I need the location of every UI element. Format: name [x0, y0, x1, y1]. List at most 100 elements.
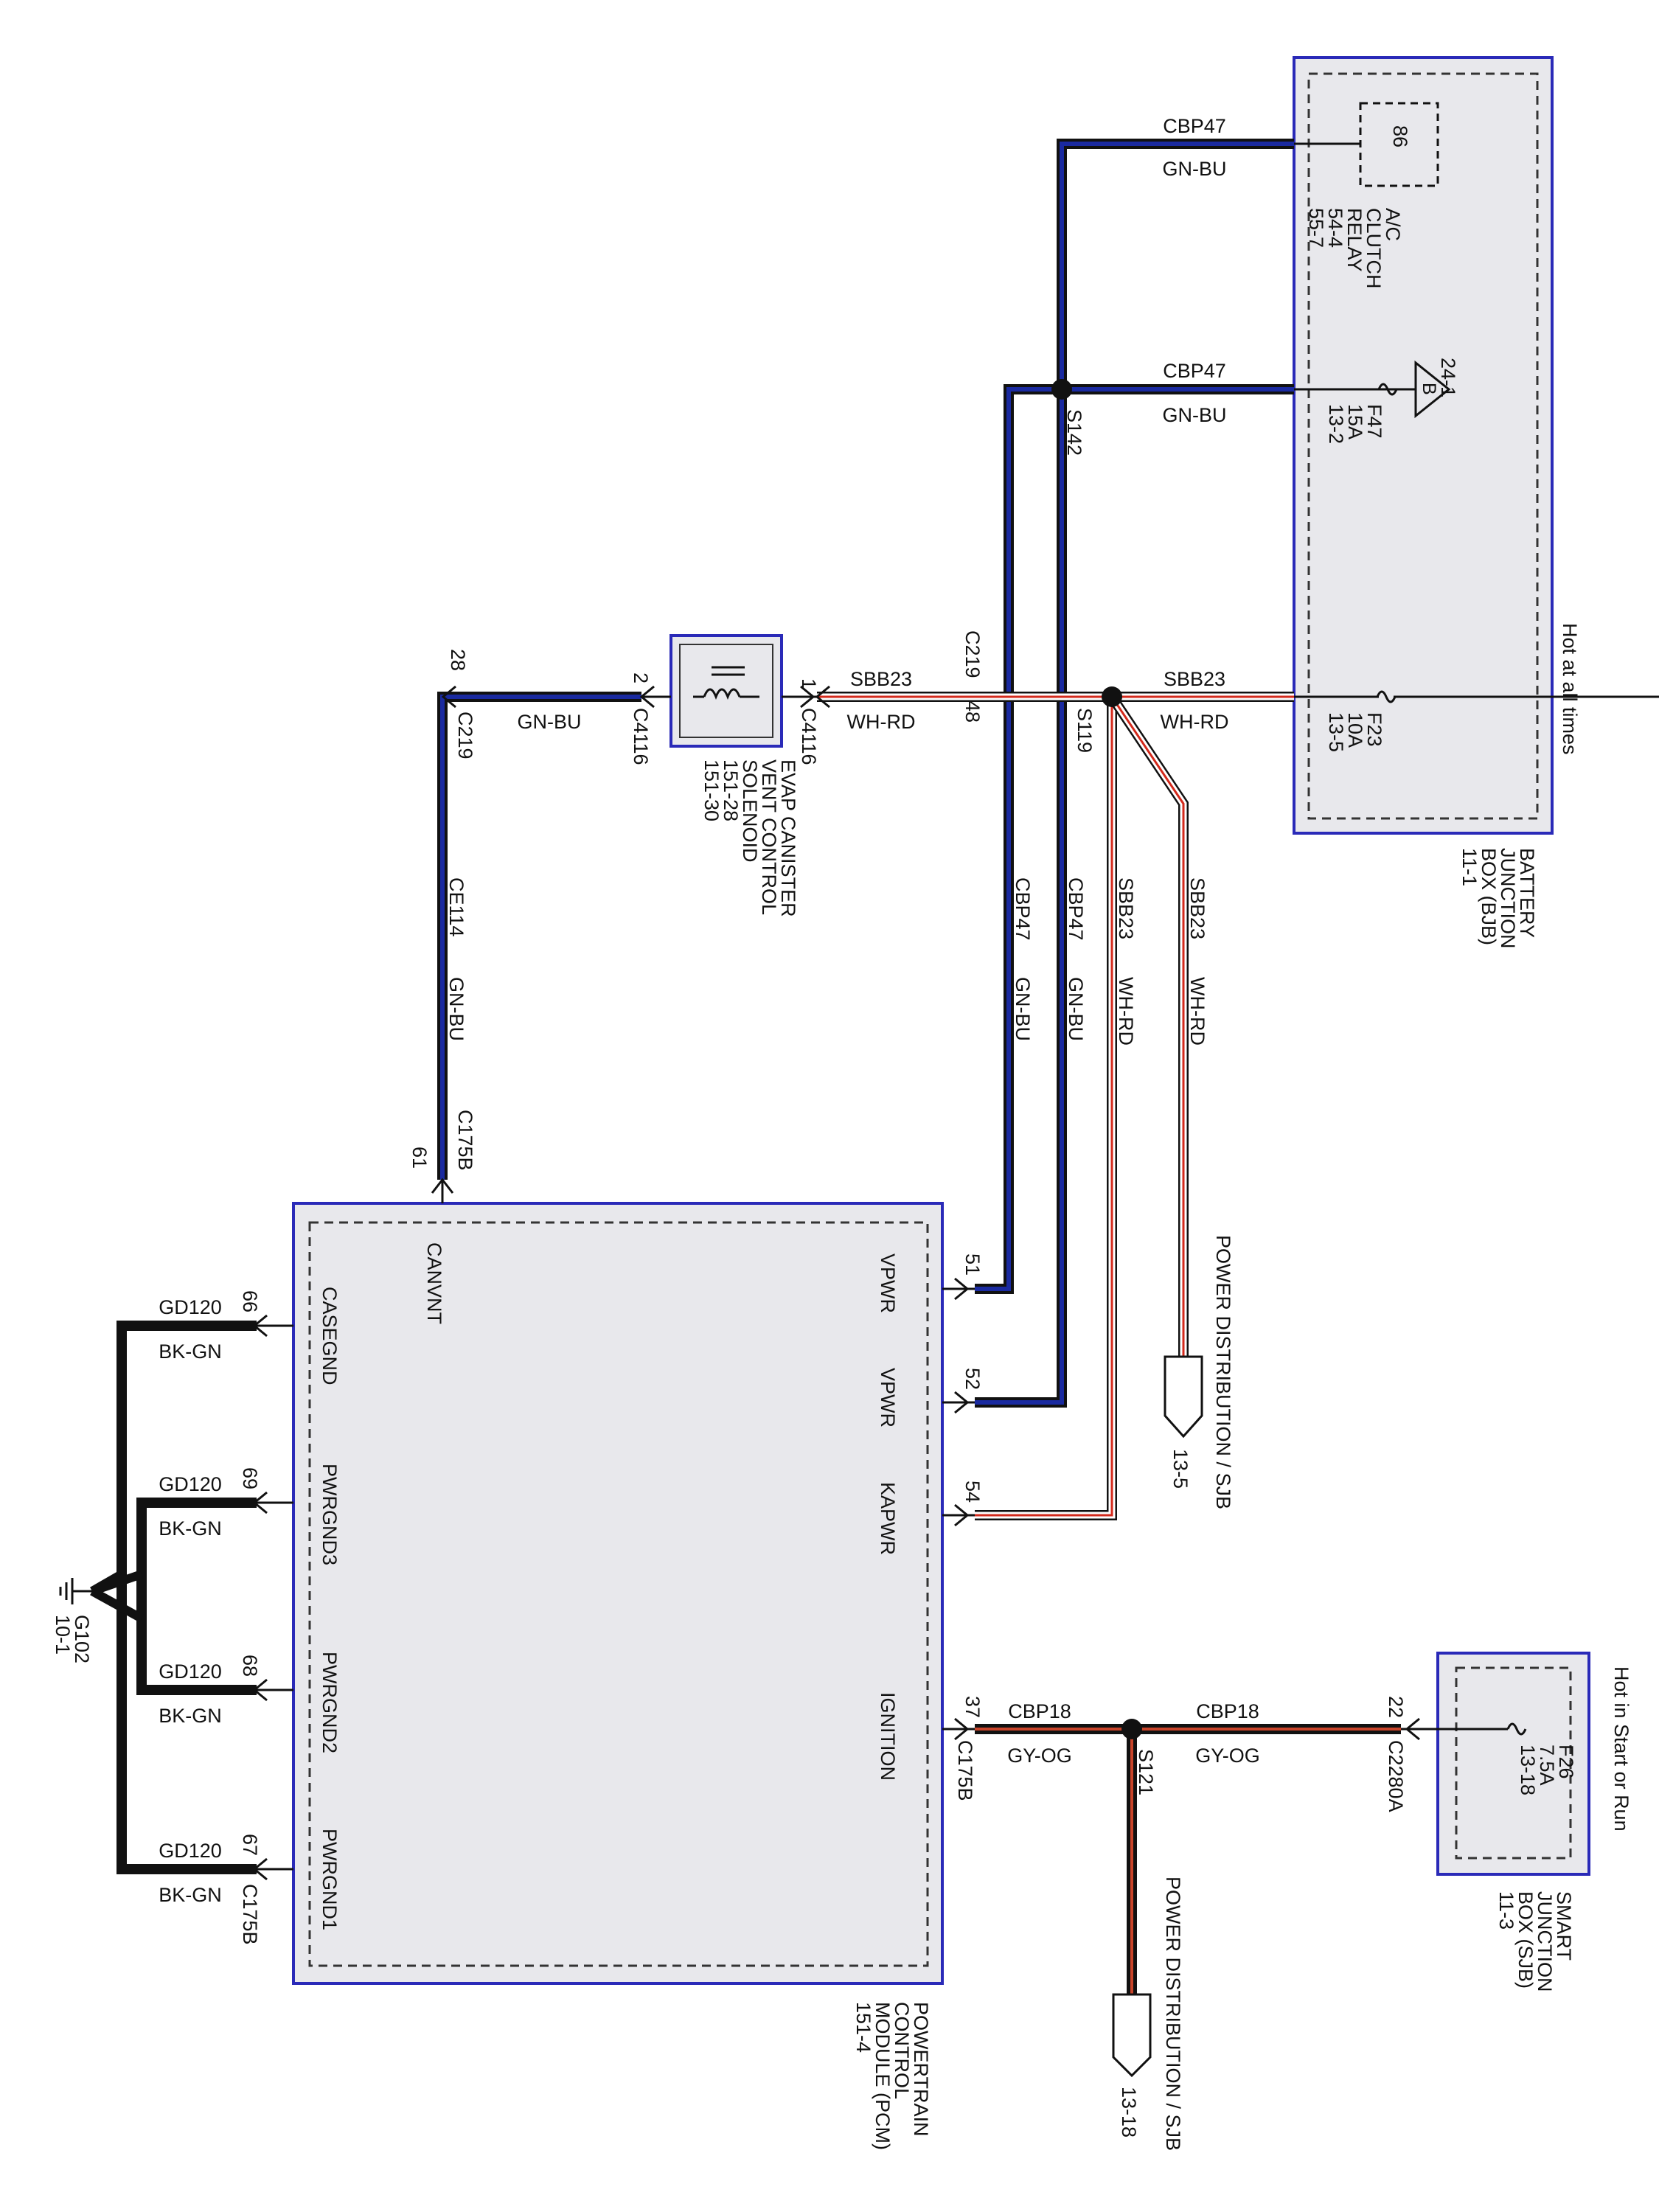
- label-gd120-69-color: BK-GN: [159, 1517, 222, 1540]
- label-cbp18-right-circuit: CBP18: [1196, 1700, 1259, 1722]
- labels-layer: CBP47 GN-BU CBP47 GN-BU SBB23 WH-RD SBB2…: [52, 115, 1632, 2151]
- pcm-name-0: POWERTRAIN: [910, 2002, 932, 2137]
- label-c2280a-pin: 22: [1385, 1696, 1407, 1718]
- evap-name-2: SOLENOID: [739, 759, 761, 863]
- bus-b-label: B: [1419, 383, 1439, 395]
- label-cbp47-mid-circuit: CBP47: [1163, 360, 1226, 382]
- label-cbp47-v2-color: GN-BU: [1065, 977, 1087, 1041]
- label-sbb23-top-circuit: SBB23: [1164, 668, 1225, 690]
- label-sbb23-v1-color: WH-RD: [1115, 977, 1137, 1046]
- label-gd120-66-circuit: GD120: [159, 1296, 222, 1318]
- label-pin-37: 37: [961, 1696, 984, 1718]
- f26-name: F26: [1555, 1745, 1577, 1779]
- label-gd120-67-color: BK-GN: [159, 1884, 222, 1906]
- wires-layer: [90, 139, 1659, 1994]
- label-c175b-right: C175B: [954, 1740, 976, 1801]
- label-sbb23-v1: SBB23: [1115, 877, 1137, 939]
- label-splice-s121: S121: [1135, 1749, 1157, 1795]
- pcm-pin-pwrgnd2: PWRGND2: [319, 1652, 341, 1753]
- sjb-box: [1436, 1652, 1590, 1876]
- sjb-name-1: JUNCTION: [1534, 1891, 1556, 1992]
- label-pin-68: 68: [239, 1655, 261, 1677]
- f26-ref: 13-18: [1517, 1745, 1539, 1795]
- bus-b-icon: [1412, 360, 1451, 419]
- label-gd120-67-circuit: GD120: [159, 1840, 222, 1862]
- pd1-ref: 13-5: [1169, 1449, 1192, 1489]
- label-cbp18-left-color: GY-OG: [1007, 1745, 1072, 1767]
- label-c4116-b-pin: 2: [630, 672, 652, 684]
- label-sbb23-v2: SBB23: [1186, 877, 1208, 939]
- bjb-name-2: BOX (BJB): [1478, 848, 1500, 945]
- wire-cbp47-mid: [975, 384, 1294, 1294]
- splice-dots: [1051, 379, 1142, 1739]
- f23-name: F23: [1363, 712, 1385, 747]
- f47-ref: 13-2: [1325, 404, 1347, 444]
- f26-rating: 7.5A: [1536, 1745, 1558, 1786]
- power-distribution-arrow-icon: [1112, 1355, 1203, 2078]
- wire-cbp47-top: [1057, 139, 1294, 389]
- bjb-name-1: JUNCTION: [1497, 848, 1519, 949]
- label-splice-s142: S142: [1063, 409, 1085, 456]
- label-pin-67: 67: [239, 1834, 261, 1856]
- ac-relay-name-3: 54-4: [1324, 208, 1346, 248]
- label-evap-out-color: GN-BU: [518, 711, 582, 733]
- evap-name-0: EVAP CANISTER: [777, 759, 799, 917]
- fuse-f47-icon: [1377, 383, 1398, 396]
- pcm-name-3: 151-4: [852, 2002, 874, 2053]
- pcm-pin-vpwr2: VPWR: [877, 1368, 899, 1427]
- label-c219-top: C219: [961, 630, 984, 678]
- pcm-pin-ignition: IGNITION: [877, 1692, 899, 1781]
- bjb-box: [1293, 56, 1554, 835]
- wire-sbb23-v1: [975, 697, 1117, 1520]
- label-pin-66: 66: [239, 1290, 261, 1312]
- label-sbb23-top-color: WH-RD: [1161, 711, 1229, 733]
- wire-gd120-group: [116, 1321, 257, 1874]
- f47-name: F47: [1363, 404, 1385, 439]
- label-cbp47-top-color: GN-BU: [1163, 158, 1227, 180]
- label-pin-54: 54: [961, 1481, 984, 1503]
- label-c219-left: C219: [454, 712, 476, 759]
- ac-relay-name-4: 55-7: [1305, 208, 1327, 248]
- fuse-f26-icon: [1506, 1722, 1527, 1736]
- label-cbp18-right-color: GY-OG: [1195, 1745, 1260, 1767]
- label-pin-52: 52: [961, 1368, 984, 1390]
- label-cbp47-mid-color: GN-BU: [1163, 404, 1227, 426]
- pcm-name-2: MODULE (PCM): [872, 2002, 894, 2150]
- sjb-hot-label: Hot in Start or Run: [1610, 1666, 1632, 1832]
- connector-chevrons: [252, 685, 1420, 1881]
- f23-ref: 13-5: [1325, 712, 1347, 752]
- ground-icon: [59, 1578, 92, 1604]
- label-c219-top-pin: 48: [961, 700, 984, 723]
- wire-evap-out: [437, 692, 641, 1180]
- splice-s142-dot: [1051, 379, 1072, 400]
- label-cbp47-v1: CBP47: [1012, 877, 1034, 941]
- sjb-name-0: SMART: [1553, 1891, 1575, 1961]
- label-c4116-a: C4116: [798, 708, 820, 765]
- label-c175b-left: C175B: [239, 1884, 261, 1945]
- label-c175b-top: C175B: [454, 1110, 476, 1171]
- label-pin-69: 69: [239, 1467, 261, 1489]
- bjb-hot-label: Hot at all times: [1559, 623, 1581, 755]
- ac-relay-pin: 86: [1389, 125, 1411, 147]
- label-gd120-68-color: BK-GN: [159, 1705, 222, 1727]
- ac-relay-name-1: CLUTCH: [1363, 208, 1385, 289]
- f47-rating: 15A: [1344, 404, 1366, 439]
- sjb-name-3: 11-3: [1495, 1891, 1517, 1930]
- ac-relay-name-2: RELAY: [1343, 208, 1366, 272]
- label-cbp18-left-circuit: CBP18: [1008, 1700, 1071, 1722]
- label-pin-51: 51: [961, 1253, 984, 1276]
- f23-rating: 10A: [1344, 712, 1366, 748]
- label-ce114-color: GN-BU: [445, 977, 467, 1041]
- splice-s119-dot: [1102, 686, 1122, 707]
- label-c4116-b: C4116: [630, 708, 652, 765]
- bjb-name-3: 11-1: [1458, 848, 1481, 886]
- pcm-box: [292, 1202, 944, 1985]
- evap-name-1: VENT CONTROL: [758, 759, 780, 915]
- evap-name-3: 151-28: [720, 759, 742, 821]
- pcm-pin-kapwr: KAPWR: [877, 1482, 899, 1555]
- pd1-label: POWER DISTRIBUTION / SJB: [1212, 1235, 1234, 1509]
- label-gd120-69-circuit: GD120: [159, 1473, 222, 1495]
- pd2-label: POWER DISTRIBUTION / SJB: [1162, 1877, 1184, 2151]
- pd2-ref: 13-18: [1118, 2087, 1140, 2138]
